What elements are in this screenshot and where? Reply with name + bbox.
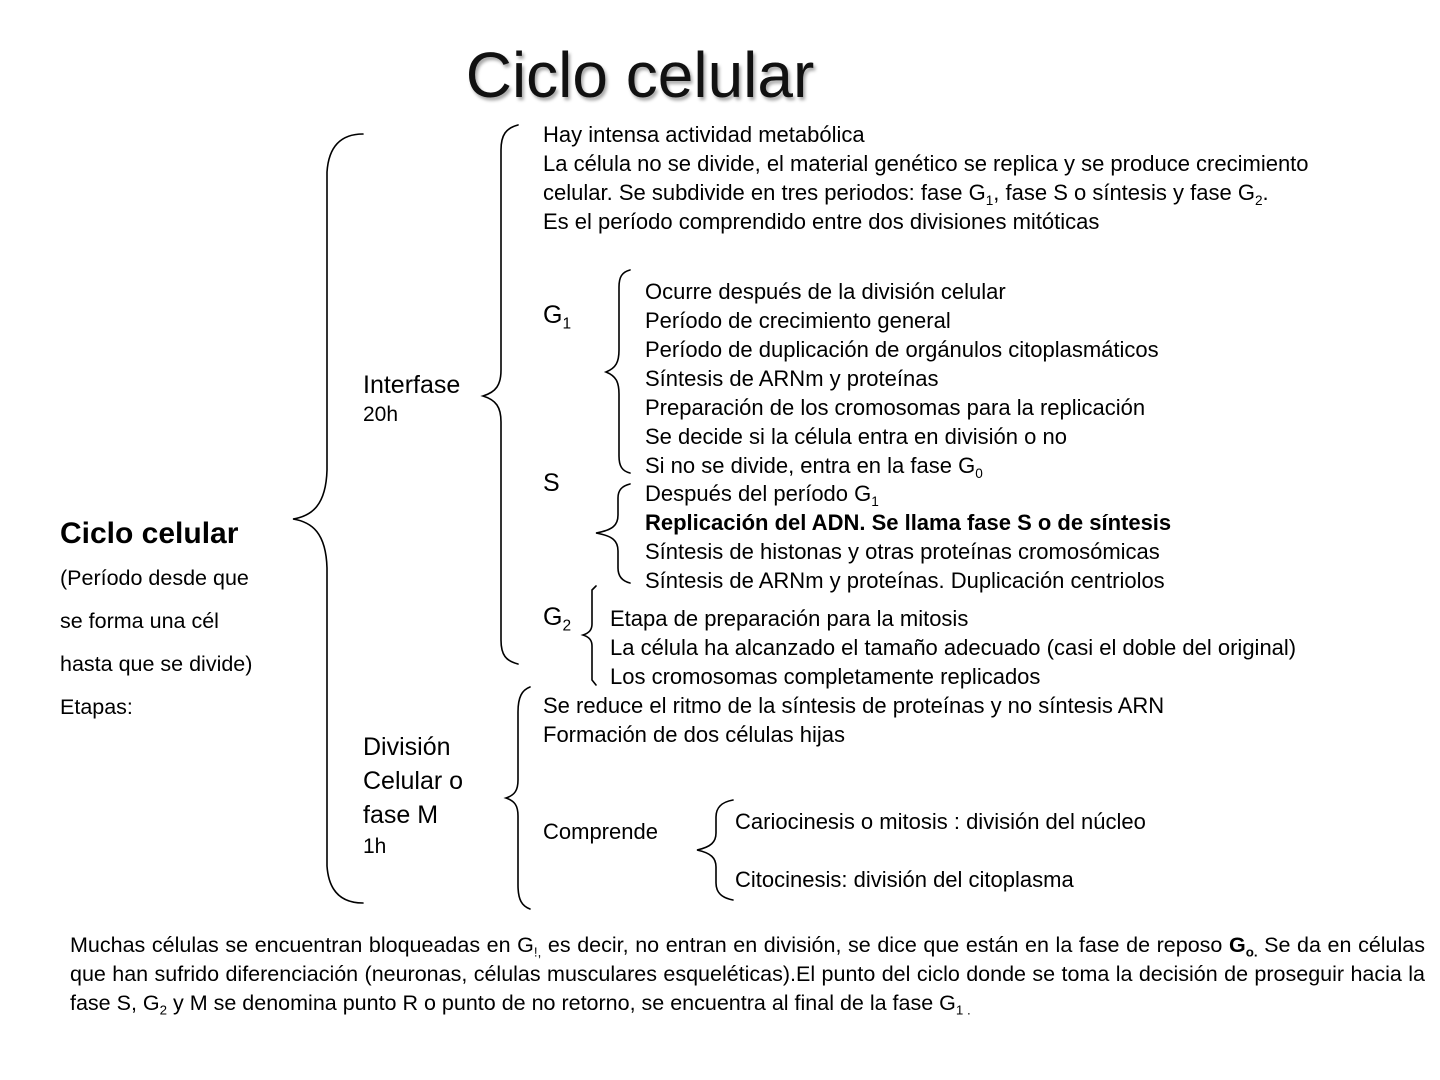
root-description-line: hasta que se divide) xyxy=(60,652,253,676)
s-label: S xyxy=(543,469,560,497)
g1-item: Síntesis de ARNm y proteínas xyxy=(645,366,939,391)
g2-item: Etapa de preparación para la mitosis xyxy=(610,606,969,631)
g1-label: G1 xyxy=(543,301,572,333)
s-list: Después del período G1 Replicación del A… xyxy=(645,479,1171,595)
slide-title: Ciclo celular xyxy=(465,39,815,111)
g2-label: G2 xyxy=(543,603,572,635)
g1-item: Se decide si la célula entra en división… xyxy=(645,424,1067,449)
s-item-bold: Replicación del ADN. Se llama fase S o d… xyxy=(645,510,1172,535)
g2-item: Los cromosomas completamente replicados xyxy=(610,664,1041,689)
g1-list: Ocurre después de la división celular Pe… xyxy=(645,277,1159,480)
interfase-info-line: Hay intensa actividad metabólica xyxy=(543,122,865,147)
brace-s xyxy=(595,483,631,584)
brace-ciclo-celular xyxy=(292,133,364,904)
s-item: Síntesis de ARNm y proteínas. Duplicació… xyxy=(645,568,1165,593)
interfase-label: Interfase xyxy=(363,371,461,399)
division-label-line: Celular o xyxy=(363,767,464,795)
g1-item: Si no se divide, entra en la fase G0 xyxy=(645,453,983,481)
g2-item: La célula ha alcanzado el tamaño adecuad… xyxy=(610,635,1297,660)
brace-division xyxy=(503,686,531,910)
s-item: Síntesis de histonas y otras proteínas c… xyxy=(645,539,1160,564)
division-info: Se reduce el ritmo de la síntesis de pro… xyxy=(543,691,1164,749)
division-info-line: Se reduce el ritmo de la síntesis de pro… xyxy=(543,693,1165,718)
root-description-line: se forma una cél xyxy=(60,609,219,633)
g1-item: Período de crecimiento general xyxy=(645,308,951,333)
g1-item: Período de duplicación de orgánulos cito… xyxy=(645,337,1159,362)
root-description-line: (Período desde que xyxy=(60,566,249,590)
comprende-item-citocinesis: Citocinesis: división del citoplasma xyxy=(735,867,1074,892)
interfase-duration: 20h xyxy=(363,403,399,426)
division-duration: 1h xyxy=(363,835,387,858)
interfase-info-line: celular. Se subdivide en tres periodos: … xyxy=(543,180,1269,208)
interfase-info-line: Es el período comprendido entre dos divi… xyxy=(543,209,1100,234)
brace-g2 xyxy=(580,585,597,686)
brace-comprende xyxy=(696,799,734,901)
root-heading: Ciclo celular xyxy=(60,517,239,550)
s-item: Después del período G1 xyxy=(645,481,879,509)
root-description-line: Etapas: xyxy=(60,695,133,719)
brace-g1 xyxy=(603,269,631,474)
interfase-info-line: La célula no se divide, el material gené… xyxy=(543,151,1309,176)
division-label: División Celular o fase M xyxy=(363,730,463,832)
division-info-line: Formación de dos células hijas xyxy=(543,722,846,747)
g2-list: Etapa de preparación para la mitosis La … xyxy=(610,604,1296,691)
g1-item: Preparación de los cromosomas para la re… xyxy=(645,395,1146,420)
brace-interfase xyxy=(480,124,519,665)
division-label-line: fase M xyxy=(363,801,439,829)
g1-item: Ocurre después de la división celular xyxy=(645,279,1006,304)
interfase-info: Hay intensa actividad metabólica La célu… xyxy=(543,120,1309,236)
root-description: (Período desde que se forma una cél hast… xyxy=(60,566,252,738)
comprende-item-cariocinesis: Cariocinesis o mitosis : división del nú… xyxy=(735,809,1146,834)
comprende-label: Comprende xyxy=(543,819,658,844)
division-label-line: División xyxy=(363,733,451,761)
footnote-paragraph: Muchas células se encuentran bloqueadas … xyxy=(70,933,1425,1018)
